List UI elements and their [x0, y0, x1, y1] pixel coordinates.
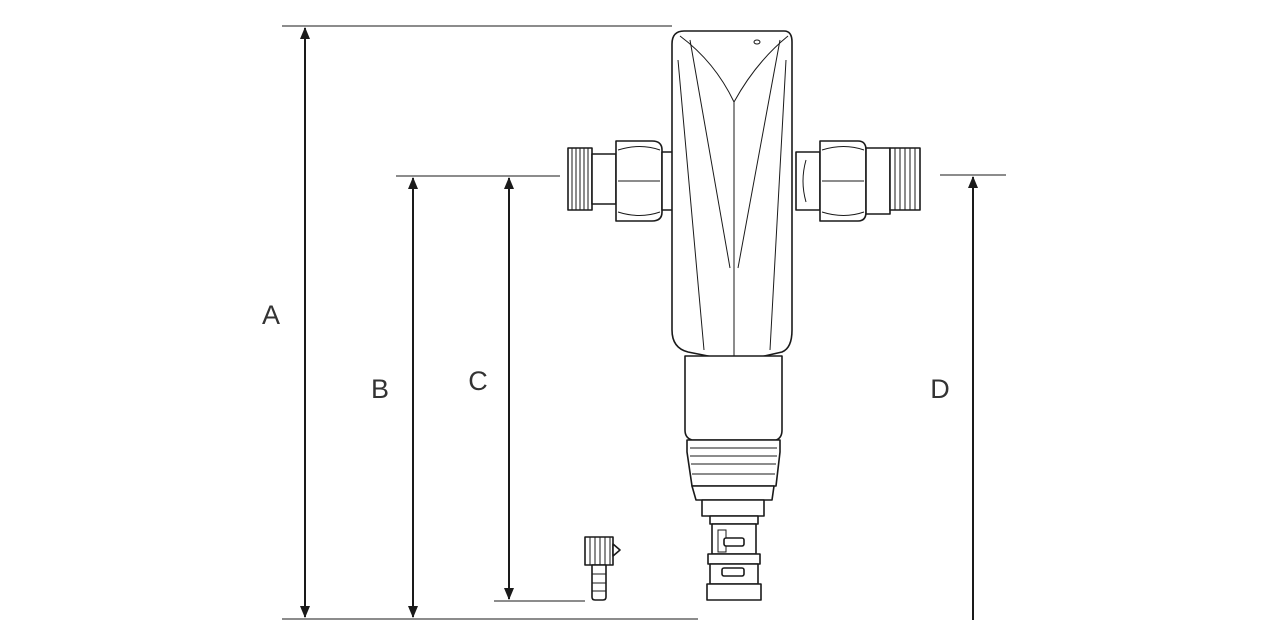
outlet-collar — [865, 147, 891, 215]
filter-head-body — [671, 30, 793, 363]
inlet-collar — [591, 153, 617, 205]
dimension-label-c: C — [468, 366, 488, 396]
dimension-label-a: A — [262, 300, 280, 330]
inlet-connector — [567, 140, 675, 222]
bowl-neck — [701, 499, 765, 517]
outlet-connector — [795, 140, 921, 222]
hose-adapter — [584, 536, 621, 601]
outlet-neck — [795, 151, 821, 211]
extension-lines — [282, 25, 1006, 620]
drain-valve-window — [723, 537, 745, 547]
dimension-b: B — [371, 177, 418, 618]
dimension-a: A — [262, 27, 310, 618]
bowl-lower — [686, 439, 781, 487]
inlet-thread-ridges — [571, 148, 589, 210]
dimension-label-b: B — [371, 374, 389, 404]
dimension-d: D — [930, 176, 978, 620]
drain-valve — [706, 515, 762, 601]
drain-valve-flange — [707, 553, 761, 565]
drain-valve-ring — [709, 515, 759, 525]
drain-valve-cap — [706, 583, 762, 601]
hose-adapter-knurl — [584, 536, 614, 566]
indicator-dot — [753, 39, 761, 45]
drain-valve-body — [711, 523, 757, 555]
outlet-thread-ridges — [894, 148, 916, 210]
bowl-rim — [691, 485, 775, 501]
bowl-upper — [684, 355, 783, 441]
filter-bowl — [684, 355, 783, 517]
hose-adapter-tab — [612, 543, 621, 557]
dimension-label-d: D — [930, 374, 950, 404]
dimension-c: C — [468, 177, 514, 600]
